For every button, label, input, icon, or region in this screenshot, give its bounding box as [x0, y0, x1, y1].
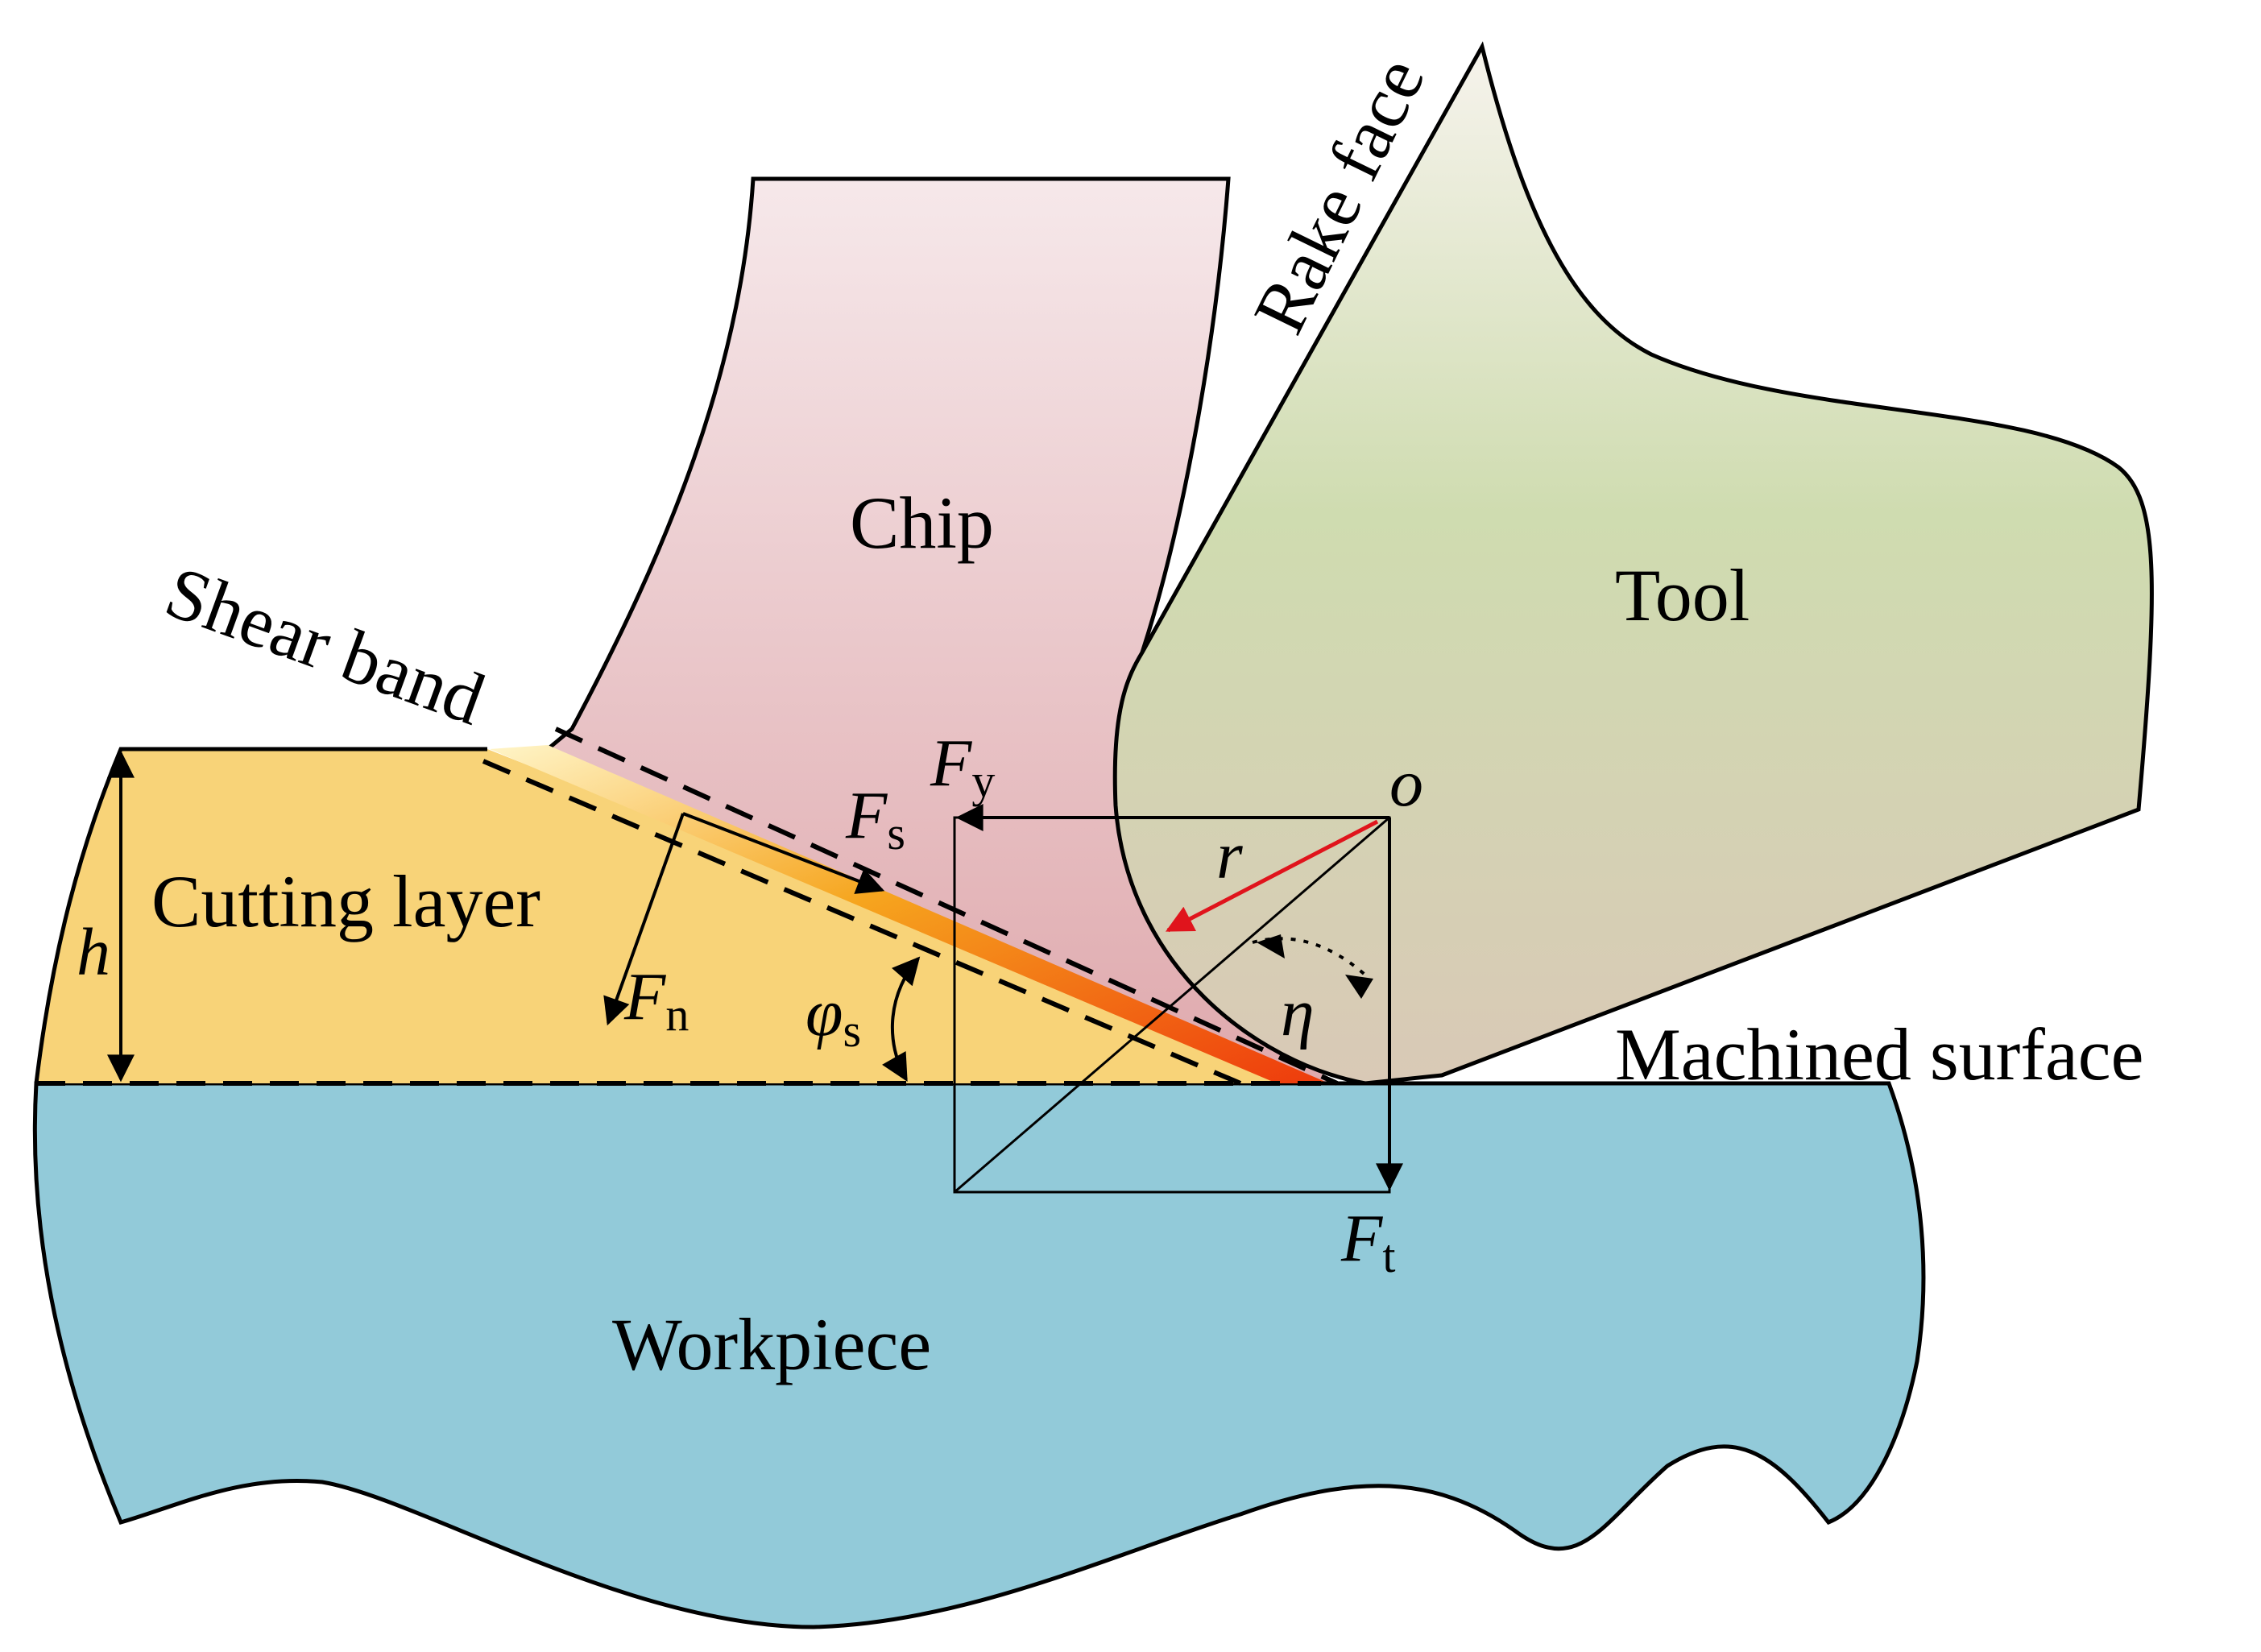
fy-label: Fy	[930, 726, 995, 807]
tool-label: Tool	[1615, 554, 1750, 636]
phi-angle-arc	[882, 956, 921, 1082]
eta-arrowhead-left	[1257, 934, 1285, 958]
machined-surface-label: Machined surface	[1615, 1013, 2143, 1095]
radius-arrow	[1165, 819, 1379, 933]
eta-arrowhead-right	[1345, 975, 1373, 999]
phi-s-label: φs	[805, 975, 861, 1057]
shear-band-label: Shear band	[155, 550, 495, 741]
force-diagonal	[954, 816, 1390, 1194]
h-label: h	[77, 915, 110, 990]
eta-label: η	[1281, 975, 1315, 1050]
fn-arrow	[603, 813, 685, 1026]
chip-label: Chip	[850, 482, 994, 564]
fn-label: Fn	[623, 959, 689, 1041]
o-label: o	[1389, 746, 1423, 821]
chip-outline	[546, 176, 1231, 751]
cutting-layer-label: Cutting layer	[151, 860, 540, 942]
fs-label: Fs	[845, 778, 905, 859]
fs-arrow	[682, 812, 885, 894]
workpiece-label: Workpiece	[612, 1303, 931, 1385]
workpiece-region	[32, 1081, 1926, 1629]
shear-band-upper-dash	[554, 727, 1339, 1086]
cutting-layer-region	[36, 749, 1329, 1083]
ft-label: Ft	[1340, 1201, 1395, 1282]
r-label: r	[1216, 818, 1243, 893]
shear-band	[490, 745, 1329, 1083]
